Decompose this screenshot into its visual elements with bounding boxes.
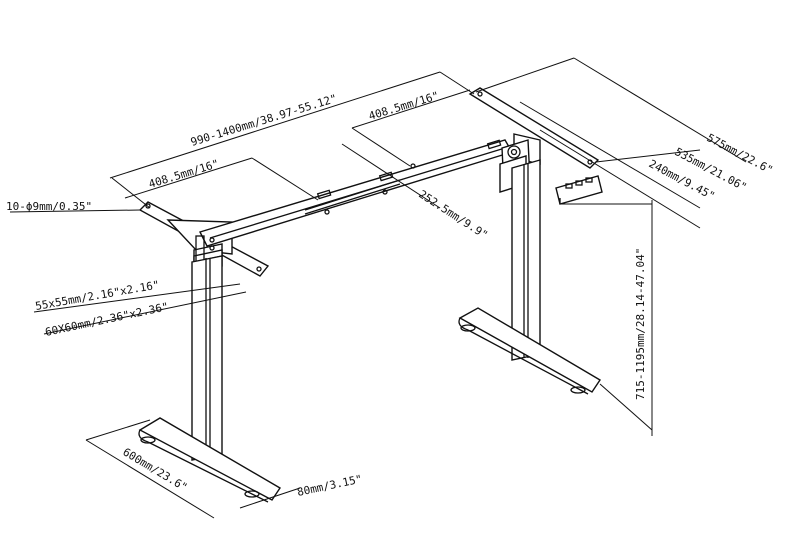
right-extension-label: 408.5mm/16" — [367, 89, 440, 123]
left-foot — [138, 417, 281, 503]
width-range-label: 990-1400mm/38.97-55.12" — [189, 92, 338, 149]
desk-frame — [138, 87, 603, 503]
right-foot — [458, 307, 601, 395]
dimension-lines — [9, 57, 747, 519]
foot-length-label: 600mm/23.6" — [120, 445, 189, 494]
foot-width-label: 80mm/3.15" — [296, 472, 363, 498]
right-top-bracket — [468, 87, 600, 169]
height-range-label: 715-1195mm/28.14-47.04" — [634, 248, 647, 400]
control-keypad — [555, 175, 603, 205]
dimension-labels: 990-1400mm/38.97-55.12" 408.5mm/16" 408.… — [6, 89, 775, 499]
left-leg-column — [191, 235, 223, 461]
beam-depth-label: 252.5mm/9.9" — [416, 188, 490, 242]
foot-hole-label: 10-ϕ9mm/0.35" — [6, 200, 92, 213]
